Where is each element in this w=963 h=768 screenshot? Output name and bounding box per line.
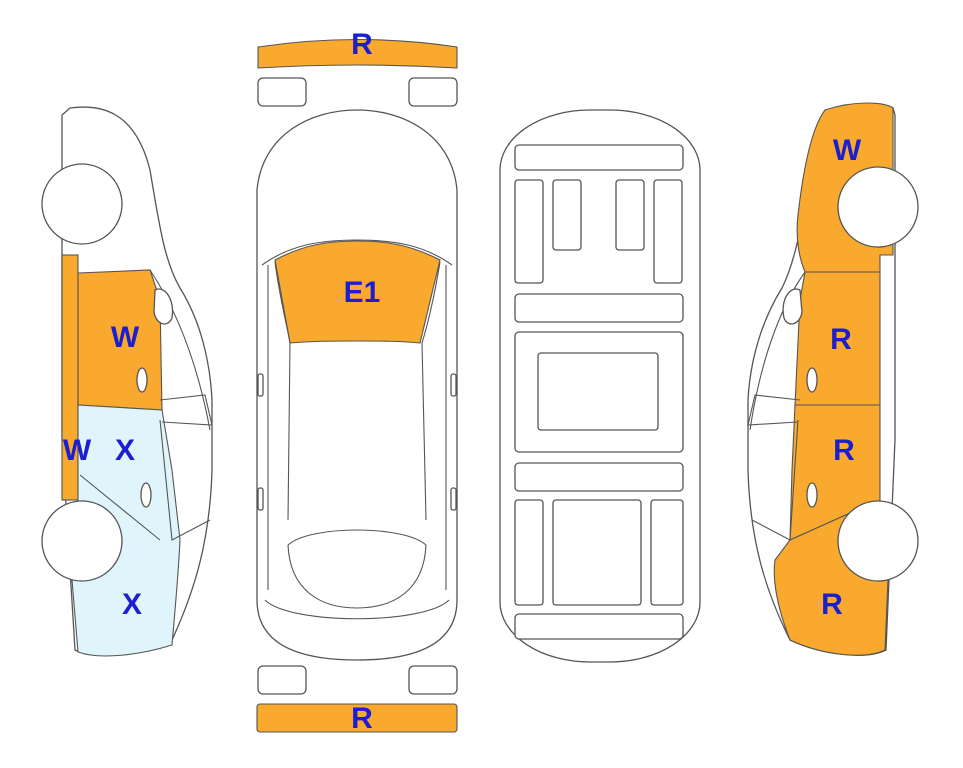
rear-taillight-left [257, 665, 307, 695]
left-mirror [153, 288, 174, 325]
rear-bumper-code: R [351, 702, 373, 735]
left-rear-quarter-code: X [122, 588, 142, 621]
front-headlight-right [408, 77, 458, 107]
left-front-handle [136, 367, 148, 393]
mirror-left [257, 373, 264, 397]
front-bumper-group: R [257, 28, 458, 107]
left-rear-wheel [41, 500, 123, 582]
right-front-handle [806, 367, 818, 393]
rear-taillight-right [408, 665, 458, 695]
right-front-fender-code: W [833, 134, 862, 167]
right-rear-door-code: R [833, 434, 855, 467]
car-underbody-view [499, 109, 701, 663]
left-rear-handle [140, 482, 152, 508]
right-rear-wheel [837, 500, 919, 582]
left-rear-door-code: X [115, 434, 135, 467]
right-mirror [782, 288, 803, 325]
rear-bumper-group: R [256, 665, 458, 735]
front-headlight-left [257, 77, 307, 107]
car-top-body [256, 109, 458, 661]
front-bumper-panel[interactable] [257, 38, 458, 69]
car-top-view: E1 [256, 109, 458, 661]
left-front-wheel [41, 163, 123, 245]
rear-bumper-panel[interactable] [256, 703, 458, 733]
left-front-door-code: W [111, 321, 140, 354]
front-bumper-code: R [351, 28, 373, 61]
windshield-roof-panel[interactable] [274, 240, 441, 344]
left-rear-panel[interactable] [71, 404, 181, 657]
right-rear-handle [806, 482, 818, 508]
right-front-wheel [837, 166, 919, 248]
right-front-door-code: R [830, 323, 852, 356]
roof-code: E1 [344, 276, 381, 309]
car-left-side: W W X X [41, 106, 213, 657]
car-right-side: W R R R [747, 102, 919, 656]
right-rear-quarter-code: R [821, 588, 843, 621]
left-rocker-code: W [63, 434, 92, 467]
mirror-right [450, 373, 457, 397]
